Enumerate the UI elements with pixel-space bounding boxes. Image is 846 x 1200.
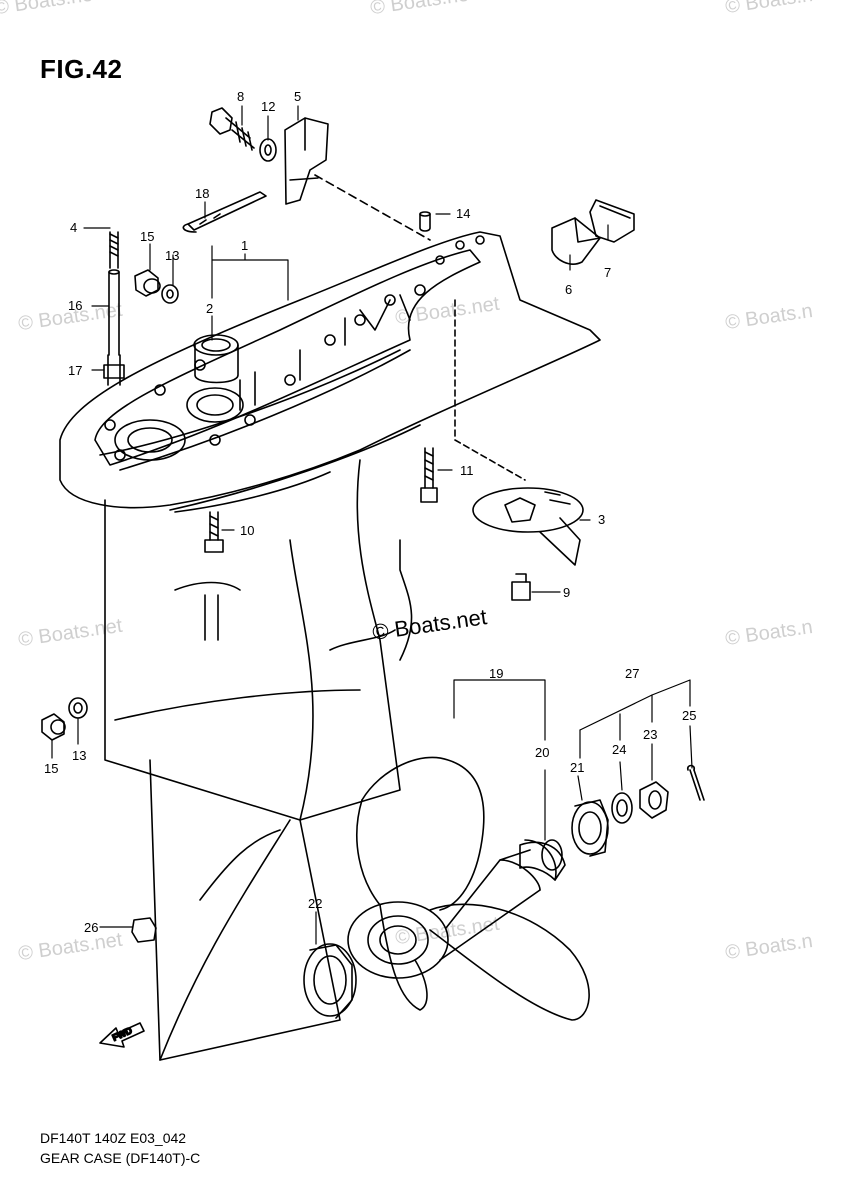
callout-8: 8 — [237, 89, 244, 104]
guide-line — [314, 174, 431, 241]
bolt-11 — [420, 447, 438, 503]
washer-12 — [259, 138, 277, 162]
callout-7: 7 — [604, 265, 611, 280]
fwd-arrow-icon: FWD — [99, 1022, 145, 1048]
guide-line — [454, 299, 526, 481]
callout-19: 19 — [489, 666, 503, 681]
bolt-8 — [209, 107, 255, 151]
callout-22: 22 — [308, 896, 322, 911]
stud-4 — [109, 231, 119, 269]
callout-13: 13 — [165, 248, 179, 263]
fitting-17 — [103, 354, 125, 386]
callout-15: 15 — [44, 761, 58, 776]
callout-16: 16 — [68, 298, 82, 313]
callout-15: 15 — [140, 229, 154, 244]
clip-18 — [182, 191, 267, 233]
plug-15 — [134, 269, 161, 297]
callout-9: 9 — [563, 585, 570, 600]
callout-6: 6 — [565, 282, 572, 297]
callout-11: 11 — [460, 463, 474, 478]
spacer-22 — [303, 943, 357, 1019]
plug-26 — [131, 917, 157, 943]
washer-13 — [161, 284, 179, 304]
plate-7 — [589, 199, 635, 243]
callout-23: 23 — [643, 727, 657, 742]
anode-6 — [551, 217, 601, 265]
spacer-21 — [571, 799, 609, 857]
gear-case-housing — [59, 231, 601, 1061]
callout-27: 27 — [625, 666, 639, 681]
callout-13: 13 — [72, 748, 86, 763]
leader-lines — [51, 105, 693, 945]
callout-5: 5 — [294, 89, 301, 104]
callout-17: 17 — [68, 363, 82, 378]
hub-20 — [519, 839, 566, 881]
pipe-16 — [108, 269, 120, 356]
figure-caption: GEAR CASE (DF140T)-C — [40, 1150, 201, 1166]
callout-numbers: 8 12 5 18 14 1 15 4 13 2 16 17 6 7 11 3 … — [44, 89, 696, 935]
callout-24: 24 — [612, 742, 626, 757]
callout-20: 20 — [535, 745, 549, 760]
callout-3: 3 — [598, 512, 605, 527]
figure-title: FIG.42 — [40, 54, 123, 84]
callout-25: 25 — [682, 708, 696, 723]
callout-18: 18 — [195, 186, 209, 201]
pin-14 — [419, 211, 431, 232]
bolt-10 — [204, 511, 224, 553]
callout-2: 2 — [206, 301, 213, 316]
callout-1: 1 — [241, 238, 248, 253]
plug-15-lower — [41, 713, 66, 741]
bolt-9 — [511, 573, 531, 601]
washer-24 — [611, 792, 633, 824]
callout-14: 14 — [456, 206, 470, 221]
callout-26: 26 — [84, 920, 98, 935]
callout-10: 10 — [240, 523, 254, 538]
callout-4: 4 — [70, 220, 77, 235]
washer-13-lower — [68, 697, 88, 719]
callout-21: 21 — [570, 760, 584, 775]
cotter-pin-25 — [686, 764, 705, 801]
plate-5 — [284, 117, 329, 205]
figure-code: DF140T 140Z E03_042 — [40, 1130, 187, 1146]
nut-23 — [639, 781, 669, 819]
propeller-19 — [347, 756, 590, 1021]
trim-tab-3 — [472, 487, 584, 566]
callout-12: 12 — [261, 99, 275, 114]
